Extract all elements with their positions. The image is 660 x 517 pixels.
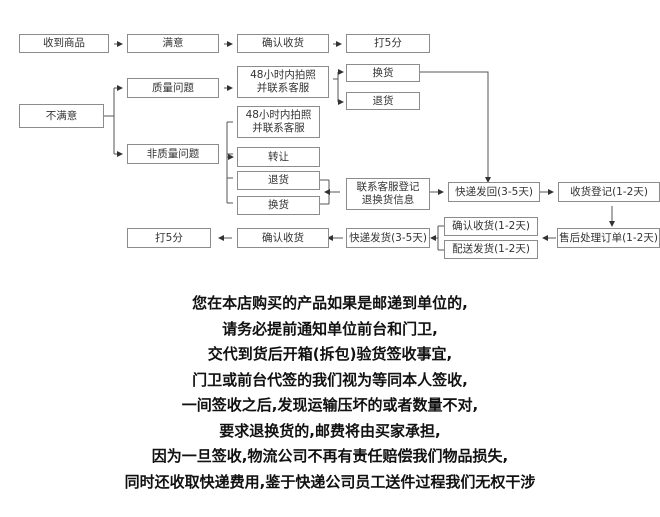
notice-line: 因为一旦签收,物流公司不再有责任赔偿我们物品损失,	[151, 447, 509, 465]
node-quality-issue: 质量问题	[127, 78, 219, 98]
notice-line: 请务必提前通知单位前台和门卫,	[222, 319, 438, 338]
notice-text: 您在本店购买的产品如果是邮递到单位的, 请务必提前通知单位前台和门卫, 交代到货…	[0, 291, 660, 495]
node-confirm-receipt-mid: 确认收货(1-2天)	[444, 217, 538, 236]
node-rate-top: 打5分	[346, 34, 430, 53]
node-exchange-1: 换货	[346, 64, 420, 82]
notice-line: 门卫或前台代签的我们视为等同本人签收,	[192, 370, 468, 389]
node-after-sales: 售后处理订单(1-2天)	[557, 228, 660, 248]
node-confirm-top: 确认收货	[237, 34, 329, 53]
node-confirm-bottom: 确认收货	[237, 228, 329, 248]
node-rate-bottom: 打5分	[127, 228, 211, 248]
notice-line: 一间签收之后,发现运输压坏的或者数量不对,	[181, 396, 479, 414]
node-express-ship: 快递发货(3-5天)	[346, 228, 430, 248]
node-photo-contact-1: 48小时内拍照 并联系客服	[237, 66, 329, 98]
notice-line: 同时还收取快递费用,鉴于快递公司员工送件过程我们无权干涉	[124, 472, 536, 491]
node-exchange-2: 换货	[237, 196, 320, 215]
node-received: 收到商品	[19, 34, 109, 53]
node-unsatisfied: 不满意	[19, 104, 104, 128]
node-dispatch: 配送发货(1-2天)	[444, 240, 538, 259]
node-receipt-register: 收货登记(1-2天)	[558, 182, 660, 202]
node-transfer: 转让	[237, 147, 320, 167]
node-non-quality-issue: 非质量问题	[127, 144, 219, 164]
node-photo-contact-2: 48小时内拍照 并联系客服	[237, 106, 320, 138]
node-return-1: 退货	[346, 92, 420, 110]
notice-line: 交代到货后开箱(拆包)验货签收事宜,	[207, 345, 453, 363]
flowchart-connectors	[104, 41, 615, 251]
node-return-2: 退货	[237, 171, 320, 190]
notice-line: 您在本店购买的产品如果是邮递到单位的,	[192, 294, 468, 312]
node-satisfied: 满意	[127, 34, 219, 53]
notice-line: 要求退换货的,邮费将由买家承担,	[219, 421, 441, 440]
node-express-return: 快递发回(3-5天)	[448, 182, 540, 202]
node-register-info: 联系客服登记 退换货信息	[346, 178, 430, 210]
